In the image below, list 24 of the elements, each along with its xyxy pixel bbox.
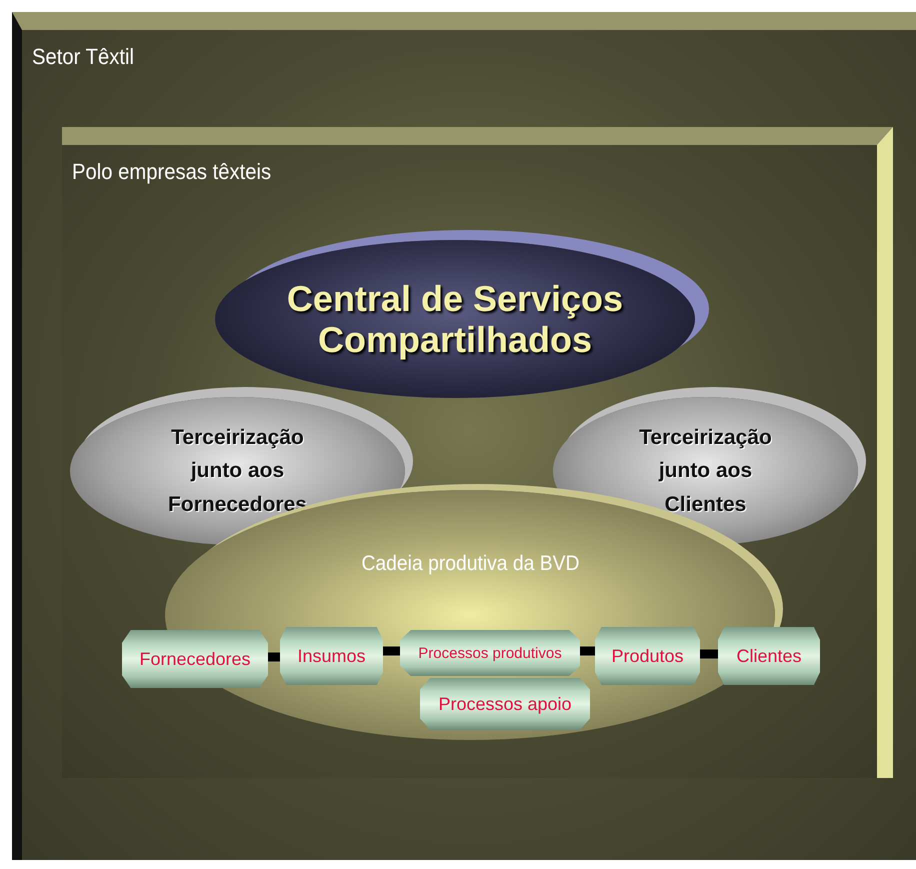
process-box — [718, 627, 820, 685]
process-box — [595, 627, 700, 685]
node-label: Processos produtivos — [418, 644, 562, 662]
node-label: Central de Serviços Compartilhados — [286, 278, 624, 360]
inner-panel — [62, 127, 893, 778]
node-label: Clientes — [736, 646, 802, 666]
process-box — [122, 630, 268, 688]
connector — [580, 646, 595, 656]
node-label: Processos apoio — [438, 694, 572, 714]
panel-title: Polo empresas têxteis — [72, 159, 272, 185]
node-label: Fornecedores — [139, 648, 251, 670]
connector — [700, 650, 718, 658]
panel-title: Setor Têxtil — [32, 44, 134, 70]
node-label: Terceirização junto aos Fornecedores — [167, 424, 308, 518]
node-label: Terceirização junto aos Clientes — [638, 424, 773, 518]
process-box — [400, 630, 580, 676]
process-box — [280, 627, 383, 685]
connector — [268, 652, 280, 662]
process-box — [420, 678, 590, 730]
node-label: Produtos — [611, 646, 684, 666]
node-label: Cadeia produtiva da BVD — [360, 552, 579, 576]
connector — [383, 646, 400, 656]
outer-panel — [12, 12, 916, 860]
node-label: Insumos — [297, 646, 366, 666]
